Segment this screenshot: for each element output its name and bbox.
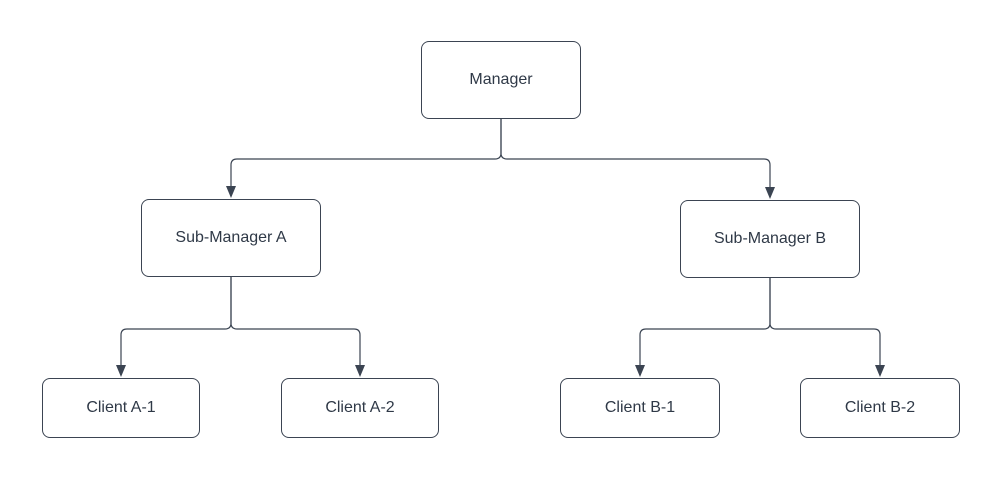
node-client-a-2[interactable]: Client A-2 (281, 378, 439, 438)
node-sub-manager-a[interactable]: Sub-Manager A (141, 199, 321, 277)
node-client-a-1-label: Client A-1 (86, 399, 156, 417)
edge-sub-manager-a-to-client-a-1 (116, 277, 232, 377)
arrow-down-icon (765, 187, 775, 199)
node-sub-manager-a-label: Sub-Manager A (175, 229, 287, 247)
node-client-b-2[interactable]: Client B-2 (800, 378, 960, 438)
node-client-a-2-label: Client A-2 (325, 399, 395, 417)
node-client-b-1-label: Client B-1 (604, 399, 676, 417)
arrow-down-icon (116, 365, 126, 377)
edge-sub-manager-a-to-client-a-2 (230, 277, 365, 377)
node-client-a-1[interactable]: Client A-1 (42, 378, 200, 438)
node-manager[interactable]: Manager (421, 41, 581, 119)
edge-manager-to-sub-manager-a (226, 119, 502, 198)
edge-sub-manager-b-to-client-b-2 (769, 278, 885, 377)
edge-manager-to-sub-manager-b (500, 119, 775, 199)
node-manager-label: Manager (469, 71, 533, 89)
arrow-down-icon (875, 365, 885, 377)
edge-sub-manager-b-to-client-b-1 (635, 278, 771, 377)
node-client-b-2-label: Client B-2 (844, 399, 916, 417)
arrow-down-icon (226, 186, 236, 198)
arrow-down-icon (635, 365, 645, 377)
arrow-down-icon (355, 365, 365, 377)
node-sub-manager-b[interactable]: Sub-Manager B (680, 200, 860, 278)
node-sub-manager-b-label: Sub-Manager B (713, 230, 827, 248)
node-client-b-1[interactable]: Client B-1 (560, 378, 720, 438)
